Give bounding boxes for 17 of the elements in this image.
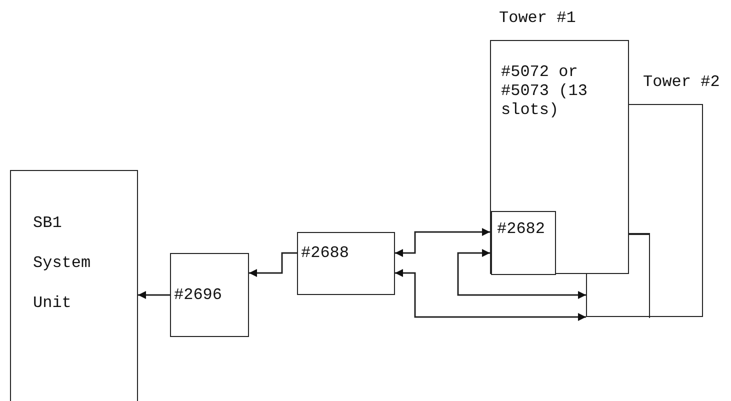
arrow (249, 252, 297, 277)
box-heading: Tower #2 (643, 73, 720, 92)
unit-box (491, 211, 556, 275)
arrow (395, 269, 586, 321)
empty-box (586, 274, 629, 317)
arrow (457, 249, 586, 299)
box-heading: Tower #1 (499, 9, 576, 28)
arrow (138, 291, 170, 299)
unit-box (170, 253, 249, 337)
box-label: SB1 System Unit (33, 213, 92, 314)
box-label: #2682 (497, 220, 546, 239)
box-label: #2696 (174, 286, 222, 305)
box-label: #5072 or #5073 (13 slots) (501, 63, 588, 120)
unit-box (297, 232, 395, 295)
unit-box (10, 170, 138, 401)
arrow (395, 228, 490, 257)
box-label: #2688 (301, 244, 350, 263)
